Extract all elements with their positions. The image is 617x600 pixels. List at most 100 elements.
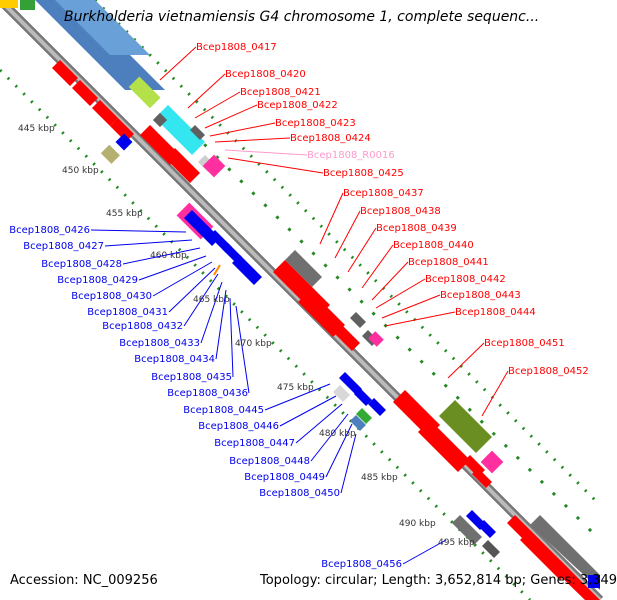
callout-line	[204, 104, 258, 129]
gene-label-bcep1808_0437[interactable]: Bcep1808_0437	[343, 188, 424, 199]
kbp-tick-label: 465 kbp	[193, 295, 230, 305]
gene-blue-small	[350, 415, 366, 431]
forward-genes-right	[393, 390, 504, 488]
kbp-tick-label: 485 kbp	[361, 473, 398, 483]
gene-block-dkgreen	[20, 0, 35, 10]
gene-label-bcep1808_0447[interactable]: Bcep1808_0447	[214, 438, 295, 449]
forward-genes-top	[52, 60, 226, 183]
gene-label-bcep1808_0449[interactable]: Bcep1808_0449	[244, 472, 325, 483]
callout-line	[319, 192, 344, 245]
gene-label-bcep1808_0443[interactable]: Bcep1808_0443	[440, 290, 521, 301]
gene-label-bcep1808_0421[interactable]: Bcep1808_0421	[240, 87, 321, 98]
callout-line	[447, 342, 485, 379]
callout-line	[229, 297, 234, 378]
accession-text: Accession: NC_009256	[10, 573, 158, 588]
gene-label-bcep1808_0420[interactable]: Bcep1808_0420	[225, 69, 306, 80]
gene-label-bcep1808_0433[interactable]: Bcep1808_0433	[119, 338, 200, 349]
left-features	[100, 133, 262, 285]
callout-line	[264, 383, 331, 411]
gene-orange	[213, 264, 221, 276]
rev-gene	[354, 388, 372, 406]
gene-label-bcep1808_0436[interactable]: Bcep1808_0436	[167, 388, 248, 399]
gene-block-green	[128, 76, 161, 109]
gene-label-bcep1808_0448[interactable]: Bcep1808_0448	[229, 456, 310, 467]
gene-label-bcep1808_0422[interactable]: Bcep1808_0422	[257, 100, 338, 111]
feature-blocks-top	[0, 0, 165, 109]
callout-line	[168, 267, 216, 313]
kbp-tick-label: 455 kbp	[106, 209, 143, 219]
kbp-tick-label: 490 kbp	[399, 519, 436, 529]
kbp-tick-label: 445 kbp	[18, 124, 55, 134]
gene-label-bcep1808_0442[interactable]: Bcep1808_0442	[425, 274, 506, 285]
kbp-tick-label: 480 kbp	[319, 429, 356, 439]
gene-label-bcep1808_0428[interactable]: Bcep1808_0428	[41, 259, 122, 270]
fwd-gene	[418, 420, 470, 472]
gene-label-bcep1808_0451[interactable]: Bcep1808_0451	[484, 338, 565, 349]
callout-line	[224, 149, 308, 156]
gene-label-bcep1808_0423[interactable]: Bcep1808_0423	[275, 118, 356, 129]
rev-gene	[368, 398, 386, 416]
kbp-tick-label: 495 kbp	[438, 538, 475, 548]
gene-label-bcep1808_0439[interactable]: Bcep1808_0439	[376, 223, 457, 234]
callout-line	[122, 247, 201, 265]
left-callouts: Bcep1808_0426Bcep1808_0427Bcep1808_0428B…	[9, 225, 447, 570]
callout-line	[375, 278, 426, 309]
gene-label-bcep1808_0429[interactable]: Bcep1808_0429	[57, 275, 138, 286]
gene-label-bcep1808_0427[interactable]: Bcep1808_0427	[23, 241, 104, 252]
gene-label-bcep1808_0444[interactable]: Bcep1808_0444	[455, 307, 536, 318]
gene-label-bcep1808_0456[interactable]: Bcep1808_0456	[321, 559, 402, 570]
gene-green-small	[356, 408, 372, 424]
gene-label-bcep1808_0446[interactable]: Bcep1808_0446	[198, 421, 279, 432]
dotted-tracks	[0, 0, 602, 600]
gene-label-bcep1808_0438[interactable]: Bcep1808_0438	[360, 206, 441, 217]
callout-line	[187, 73, 226, 109]
callout-line	[215, 289, 227, 360]
gene-label-bcep1808_0450[interactable]: Bcep1808_0450	[259, 488, 340, 499]
gene-label-bcep1808_0441[interactable]: Bcep1808_0441	[408, 257, 489, 268]
gene-label-bcep1808_0445[interactable]: Bcep1808_0445	[183, 405, 264, 416]
gene-label-bcep1808_0430[interactable]: Bcep1808_0430	[71, 291, 152, 302]
callout-line	[200, 281, 223, 344]
rev-gene	[232, 255, 262, 285]
fwd-gene	[165, 148, 200, 183]
gene-label-bcep1808_0432[interactable]: Bcep1808_0432	[102, 321, 183, 332]
callout-line	[481, 370, 509, 417]
callout-line	[371, 261, 409, 301]
gene-olive-small	[100, 144, 120, 164]
rev-gene	[478, 520, 496, 538]
rev-gene	[339, 372, 362, 395]
gene-label-bcep1808_0452[interactable]: Bcep1808_0452	[508, 366, 589, 377]
rev-gene	[115, 133, 133, 151]
kbp-tick-label: 450 kbp	[62, 166, 99, 176]
callout-line	[334, 210, 361, 259]
gene-lightgray	[333, 385, 350, 402]
gene-label-bcep1808_0425[interactable]: Bcep1808_0425	[323, 168, 404, 179]
kbp-tick-label: 475 kbp	[277, 383, 314, 393]
callout-line	[347, 227, 377, 273]
gene-label-bcep1808_0440[interactable]: Bcep1808_0440	[393, 240, 474, 251]
gene-block-lightblue	[55, 0, 150, 55]
gene-label-bcep1808_0435[interactable]: Bcep1808_0435	[151, 372, 232, 383]
callout-line	[227, 157, 324, 174]
gene-label-bcep1808_0426[interactable]: Bcep1808_0426	[9, 225, 90, 236]
gene-cyan	[155, 105, 205, 155]
gene-label-bcep1808_r0016[interactable]: Bcep1808_R0016	[307, 150, 395, 161]
gene-label-bcep1808_0431[interactable]: Bcep1808_0431	[87, 307, 168, 318]
inner-dotted-track	[0, 68, 532, 600]
rev-gene	[588, 575, 600, 588]
gene-pink	[480, 450, 504, 474]
gene-label-bcep1808_0424[interactable]: Bcep1808_0424	[290, 133, 371, 144]
gene-label-bcep1808_0434[interactable]: Bcep1808_0434	[134, 354, 215, 365]
topology-text: Topology: circular; Length: 3,652,814 bp…	[260, 573, 617, 588]
gene-label-bcep1808_0417[interactable]: Bcep1808_0417	[196, 42, 277, 53]
callout-line	[402, 539, 447, 565]
gene-gray	[285, 250, 322, 287]
fwd-gene	[472, 468, 492, 488]
callout-line	[183, 273, 219, 327]
callout-line	[90, 229, 187, 233]
gene-gray	[452, 515, 482, 545]
callout-line	[194, 91, 241, 119]
callout-line	[214, 137, 291, 143]
